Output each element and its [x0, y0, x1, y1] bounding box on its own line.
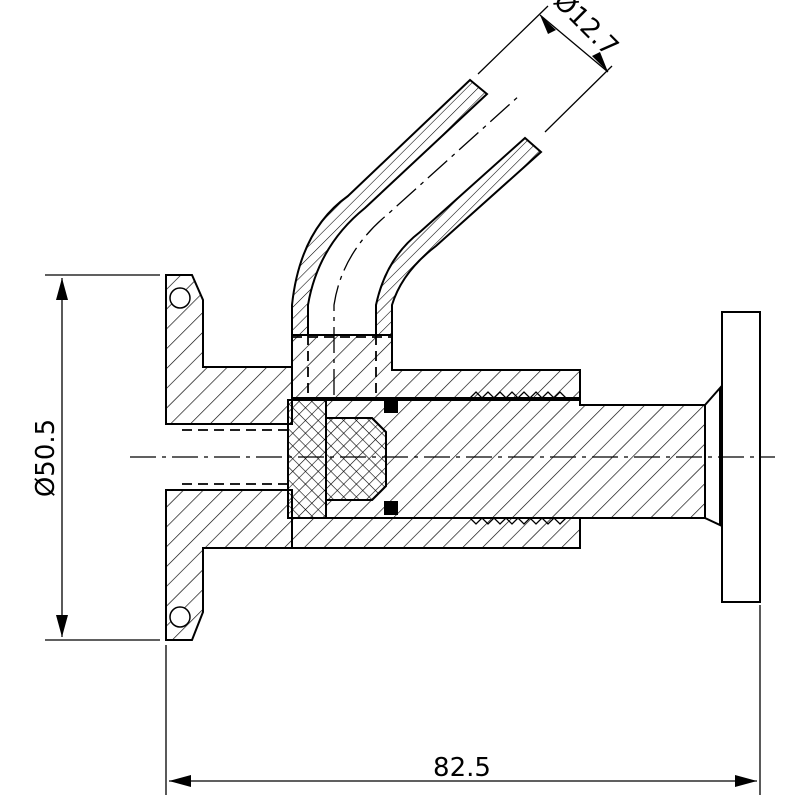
side-tube: [291, 5, 613, 398]
body-upper-wall: [291, 334, 581, 399]
groove-upper: [169, 287, 191, 309]
stem-body: [325, 399, 706, 519]
valve-stem: [287, 385, 721, 527]
o-ring-upper: [384, 399, 398, 413]
tube-inner-wall: [375, 136, 543, 336]
seal-insert: [287, 399, 387, 519]
groove-lower: [169, 606, 191, 628]
dimension-flange-diameter: Ø50.5: [31, 274, 160, 641]
tube-outer-wall: [291, 78, 489, 336]
flange-diameter-label: Ø50.5: [31, 419, 61, 497]
ferrule-flange: [165, 274, 293, 641]
dimension-overall-length: 82.5: [165, 605, 761, 795]
o-ring-lower: [384, 501, 398, 515]
overall-length-label: 82.5: [433, 753, 491, 783]
valve-body: [291, 334, 581, 549]
